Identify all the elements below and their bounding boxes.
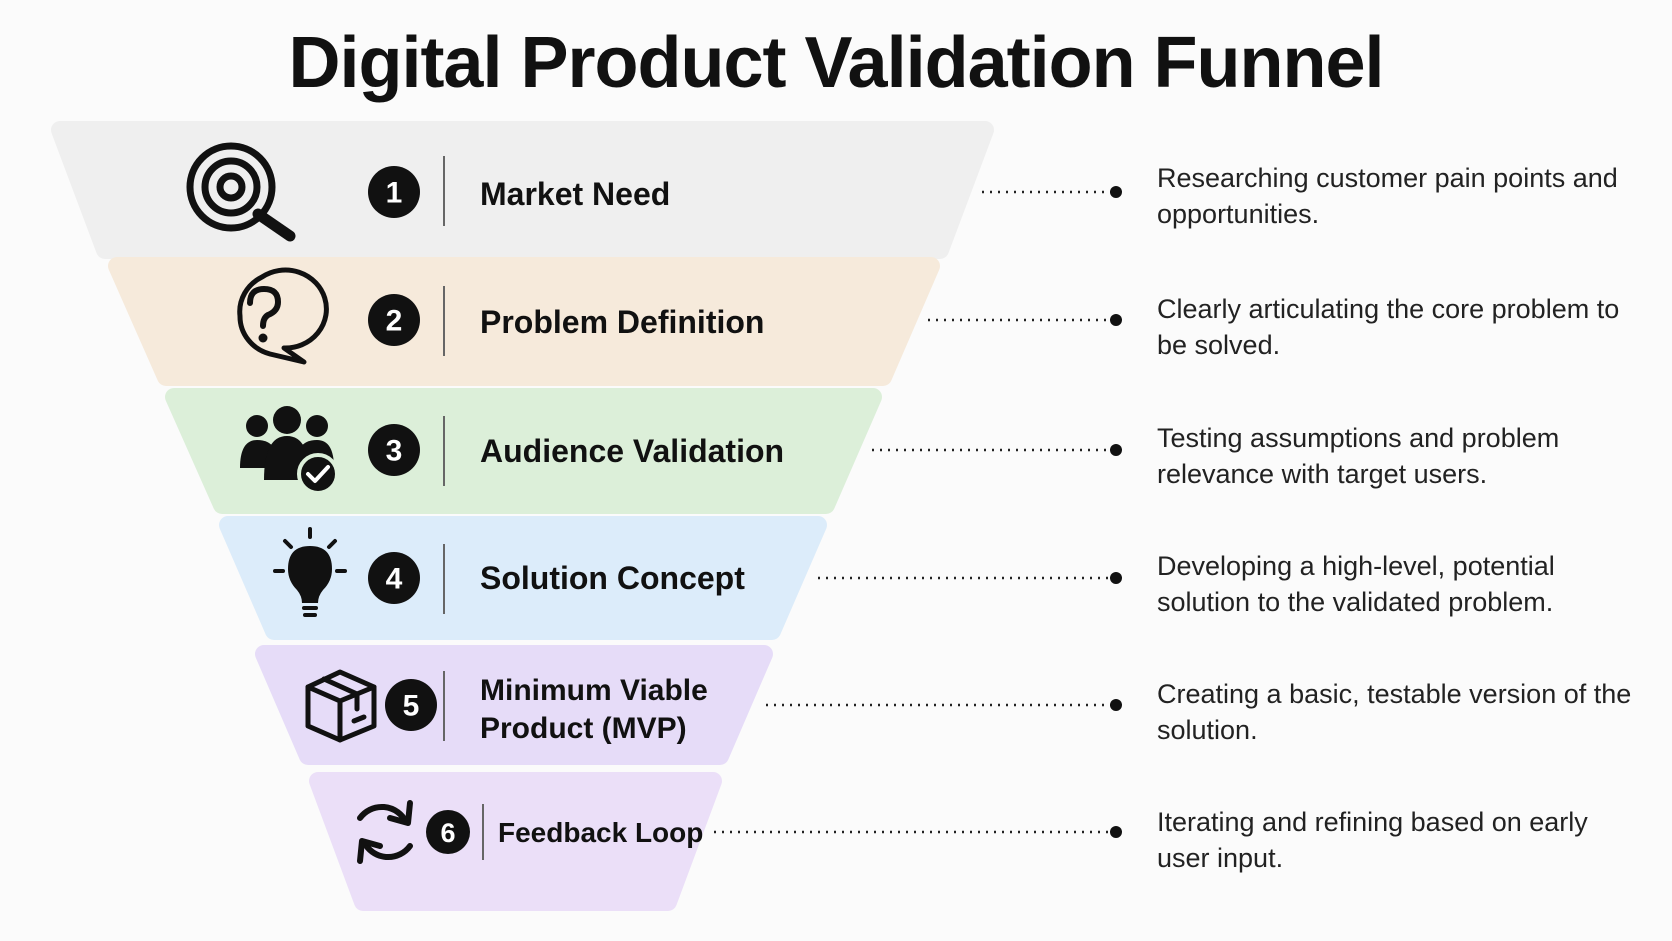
target-magnifier-icon [186, 142, 296, 242]
stage-label-5: Minimum Viable Product (MVP) [480, 674, 716, 745]
connector-dot-6 [1110, 826, 1122, 838]
stage-description-2: Clearly articulating the core problem to… [1157, 294, 1620, 360]
lightbulb-icon [273, 527, 347, 617]
funnel-stage-4: 4 Solution Concept [219, 516, 1122, 640]
stage-description-5: Creating a basic, testable version of th… [1157, 679, 1632, 745]
stage-label-6: Feedback Loop [498, 817, 703, 848]
stage-number-4: 4 [386, 563, 403, 596]
stage-number-5: 5 [403, 690, 420, 723]
stage-number-badge-1 [368, 166, 420, 218]
funnel-stage-5: 5 Minimum Viable Product (MVP) [255, 645, 1122, 765]
stage-label-3: Audience Validation [480, 433, 784, 469]
stage-number-3: 3 [386, 435, 403, 468]
funnel-stage-1: 1 Market Need [51, 121, 1122, 259]
stage-number-badge-3 [368, 424, 420, 476]
connector-dot-4 [1110, 572, 1122, 584]
page-title: Digital Product Validation Funnel [288, 23, 1384, 103]
box-icon [305, 669, 377, 743]
stage-description-3: Testing assumptions and problem relevanc… [1157, 423, 1560, 489]
stage-band-4 [219, 516, 827, 640]
funnel-stage-2: 2 Problem Definition [108, 257, 1122, 386]
connector-dot-1 [1110, 186, 1122, 198]
stage-number-1: 1 [386, 177, 403, 210]
stage-label-1: Market Need [480, 176, 670, 212]
stage-number-badge-5 [385, 679, 437, 731]
stage-band-3 [165, 388, 882, 514]
stage-description-6: Iterating and refining based on early us… [1157, 807, 1588, 873]
stage-label-2: Problem Definition [480, 304, 764, 340]
stage-description-1: Researching customer pain points and opp… [1157, 163, 1618, 229]
refresh-cycle-icon [357, 800, 413, 864]
stage-number-6: 6 [440, 818, 455, 848]
users-check-icon [240, 406, 339, 495]
stage-band-5 [255, 645, 773, 765]
connector-dot-5 [1110, 699, 1122, 711]
funnel-stage-3: 3 Audience Validation [165, 388, 1122, 514]
stage-label-5-line-1: Minimum Viable [480, 674, 708, 707]
stage-description-4: Developing a high-level, potential solut… [1157, 551, 1555, 617]
stage-label-5-line-2: Product (MVP) [480, 712, 687, 745]
stage-band-6 [309, 772, 722, 911]
question-bubble-icon [237, 267, 329, 365]
stage-number-badge-6 [426, 810, 470, 854]
funnel-stage-6: 6 Feedback Loop [309, 772, 1122, 911]
connector-dot-2 [1110, 314, 1122, 326]
connector-dot-3 [1110, 444, 1122, 456]
stage-label-4: Solution Concept [480, 560, 745, 596]
stage-number-2: 2 [386, 305, 403, 338]
stage-band-1 [51, 121, 994, 259]
stage-number-badge-2 [368, 294, 420, 346]
stage-number-badge-4 [368, 552, 420, 604]
